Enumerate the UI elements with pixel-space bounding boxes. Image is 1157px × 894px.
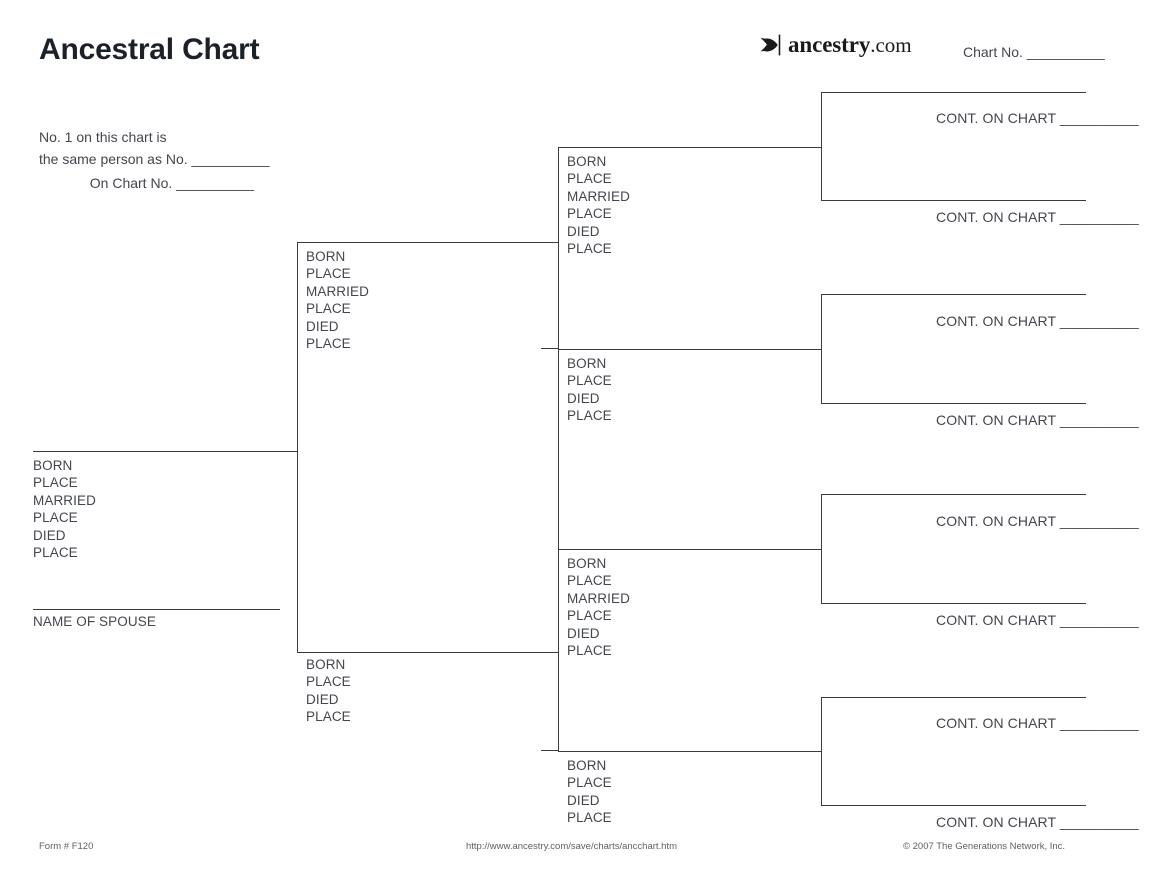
- person-1-field-born: BORN: [33, 458, 73, 473]
- person-1-field-married: MARRIED: [33, 492, 96, 508]
- gen3-slot4-field-place-2: PLACE: [567, 810, 612, 826]
- footer-url[interactable]: http://www.ancestry.com/save/charts/ancc…: [466, 841, 678, 852]
- gen3-slot2-fields: BORN PLACE DIED PLACE: [567, 355, 612, 425]
- gen4-slot2-name-rule: [821, 200, 1086, 201]
- spouse-name-rule: [33, 609, 280, 610]
- gen4-slot8-cont-on-chart[interactable]: CONT. ON CHART __________: [936, 814, 1139, 830]
- brand-tld: .com: [870, 32, 912, 57]
- connector-gen3-slot1-to-gen4: [803, 147, 821, 148]
- gen3-slot3-field-born: BORN: [567, 556, 607, 571]
- note-line-1: No. 1 on this chart is: [39, 129, 167, 145]
- gen2-father-fields: BORN PLACE MARRIED PLACE DIED PLACE: [306, 248, 369, 352]
- gen2-bracket-vertical: [297, 242, 298, 653]
- gen2-mother-field-born: BORN: [306, 657, 346, 672]
- gen3-slot3-field-place-3: PLACE: [567, 643, 612, 659]
- gen2-father-field-died: DIED: [306, 318, 339, 334]
- person-1-fields: BORN PLACE MARRIED PLACE DIED PLACE: [33, 457, 96, 561]
- gen4-slot6-name-rule: [821, 603, 1086, 604]
- gen4-bracket-c-vertical: [821, 494, 822, 604]
- gen4-slot4-name-rule: [821, 403, 1086, 404]
- gen4-slot5-name-rule: [821, 494, 1086, 495]
- same-person-note: No. 1 on this chart is the same person a…: [39, 126, 269, 170]
- gen3-slot3-fields: BORN PLACE MARRIED PLACE DIED PLACE: [567, 555, 630, 659]
- gen4-bracket-b-vertical: [821, 294, 822, 404]
- gen4-slot3-name-rule: [821, 294, 1086, 295]
- gen3-slot4-field-born: BORN: [567, 758, 607, 773]
- gen3-slot3-field-died: DIED: [567, 625, 600, 641]
- connector-gen2-father-to-gen3: [541, 348, 559, 349]
- ancestry-leaf-icon: [757, 33, 787, 57]
- gen2-mother-fields: BORN PLACE DIED PLACE: [306, 656, 351, 726]
- gen4-bracket-a-vertical: [821, 92, 822, 201]
- gen3-slot1-field-died: DIED: [567, 223, 600, 239]
- gen3-slot4-name-rule: [558, 751, 821, 752]
- gen3-slot3-name-rule: [558, 549, 821, 550]
- gen2-mother-field-place-2: PLACE: [306, 709, 351, 725]
- person-1-field-place-2: PLACE: [33, 510, 78, 526]
- gen2-father-field-married: MARRIED: [306, 283, 369, 299]
- gen3-slot4-fields: BORN PLACE DIED PLACE: [567, 757, 612, 827]
- gen4-bracket-d-vertical: [821, 697, 822, 806]
- gen3-slot1-name-rule: [558, 147, 821, 148]
- person-1-name-rule: [33, 451, 298, 452]
- gen3-slot4-field-place-1: PLACE: [567, 775, 612, 791]
- gen3-slot1-field-place-1: PLACE: [567, 171, 612, 187]
- gen3-slot1-fields: BORN PLACE MARRIED PLACE DIED PLACE: [567, 153, 630, 257]
- gen4-slot5-cont-on-chart[interactable]: CONT. ON CHART __________: [936, 513, 1139, 529]
- gen3-slot1-field-married: MARRIED: [567, 188, 630, 204]
- gen4-slot7-name-rule: [821, 697, 1086, 698]
- gen4-slot2-cont-on-chart[interactable]: CONT. ON CHART __________: [936, 209, 1139, 225]
- gen3-slot2-field-born: BORN: [567, 356, 607, 371]
- gen3-slot2-name-rule: [558, 349, 821, 350]
- gen3-slot3-field-place-1: PLACE: [567, 573, 612, 589]
- gen2-father-name-rule: [297, 242, 559, 243]
- gen3-slot2-field-died: DIED: [567, 390, 600, 406]
- gen4-slot1-cont-on-chart[interactable]: CONT. ON CHART __________: [936, 110, 1139, 126]
- on-chart-no-field[interactable]: On Chart No. __________: [89, 175, 254, 191]
- gen4-slot8-name-rule: [821, 805, 1086, 806]
- connector-gen2-mother-to-gen3: [541, 750, 559, 751]
- gen3-slot1-field-place-2: PLACE: [567, 206, 612, 222]
- gen3-slot1-field-born: BORN: [567, 154, 607, 169]
- person-1-field-place-1: PLACE: [33, 475, 78, 491]
- person-1-field-place-3: PLACE: [33, 545, 78, 561]
- connector-person1-to-gen2: [280, 451, 298, 452]
- note-line-2[interactable]: the same person as No. __________: [39, 151, 270, 167]
- gen4-slot4-cont-on-chart[interactable]: CONT. ON CHART __________: [936, 412, 1139, 428]
- gen3-slot1-field-place-3: PLACE: [567, 241, 612, 257]
- brand-name: ancestry: [788, 32, 871, 57]
- person-1-field-died: DIED: [33, 527, 66, 543]
- gen4-slot3-cont-on-chart[interactable]: CONT. ON CHART __________: [936, 313, 1139, 329]
- page-title: Ancestral Chart: [39, 33, 260, 66]
- gen4-slot1-name-rule: [821, 92, 1086, 93]
- footer-form-number: Form # F120: [39, 841, 94, 852]
- connector-gen3-slot3-to-gen4: [803, 549, 821, 550]
- gen2-mother-field-died: DIED: [306, 691, 339, 707]
- connector-gen3-slot4-to-gen4: [803, 751, 821, 752]
- gen3-slot3-field-married: MARRIED: [567, 590, 630, 606]
- gen2-father-field-place-1: PLACE: [306, 266, 351, 282]
- gen3-slot2-field-place-1: PLACE: [567, 373, 612, 389]
- gen3-slot3-field-place-2: PLACE: [567, 608, 612, 624]
- gen3-slot4-field-died: DIED: [567, 792, 600, 808]
- gen2-father-field-place-3: PLACE: [306, 336, 351, 352]
- gen4-slot7-cont-on-chart[interactable]: CONT. ON CHART __________: [936, 715, 1139, 731]
- connector-gen3-slot2-to-gen4: [803, 349, 821, 350]
- name-of-spouse-caption: NAME OF SPOUSE: [33, 614, 156, 629]
- gen2-mother-name-rule: [297, 652, 559, 653]
- gen4-slot6-cont-on-chart[interactable]: CONT. ON CHART __________: [936, 612, 1139, 628]
- gen2-father-field-place-2: PLACE: [306, 301, 351, 317]
- gen3-upper-bracket-vertical: [558, 147, 559, 751]
- ancestry-logo: ancestry.com: [757, 30, 912, 60]
- gen2-mother-field-place-1: PLACE: [306, 674, 351, 690]
- gen3-slot2-field-place-2: PLACE: [567, 408, 612, 424]
- chart-no-field[interactable]: Chart No. __________: [963, 44, 1105, 60]
- gen2-father-field-born: BORN: [306, 249, 346, 264]
- footer-copyright: © 2007 The Generations Network, Inc.: [903, 841, 1066, 852]
